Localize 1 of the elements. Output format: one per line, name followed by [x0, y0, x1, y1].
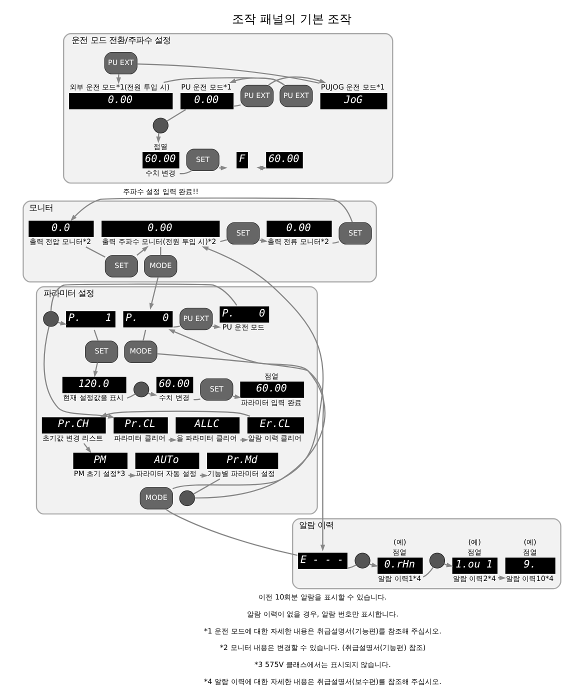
diagram-title: 조작 패널의 기본 조작	[232, 12, 352, 26]
